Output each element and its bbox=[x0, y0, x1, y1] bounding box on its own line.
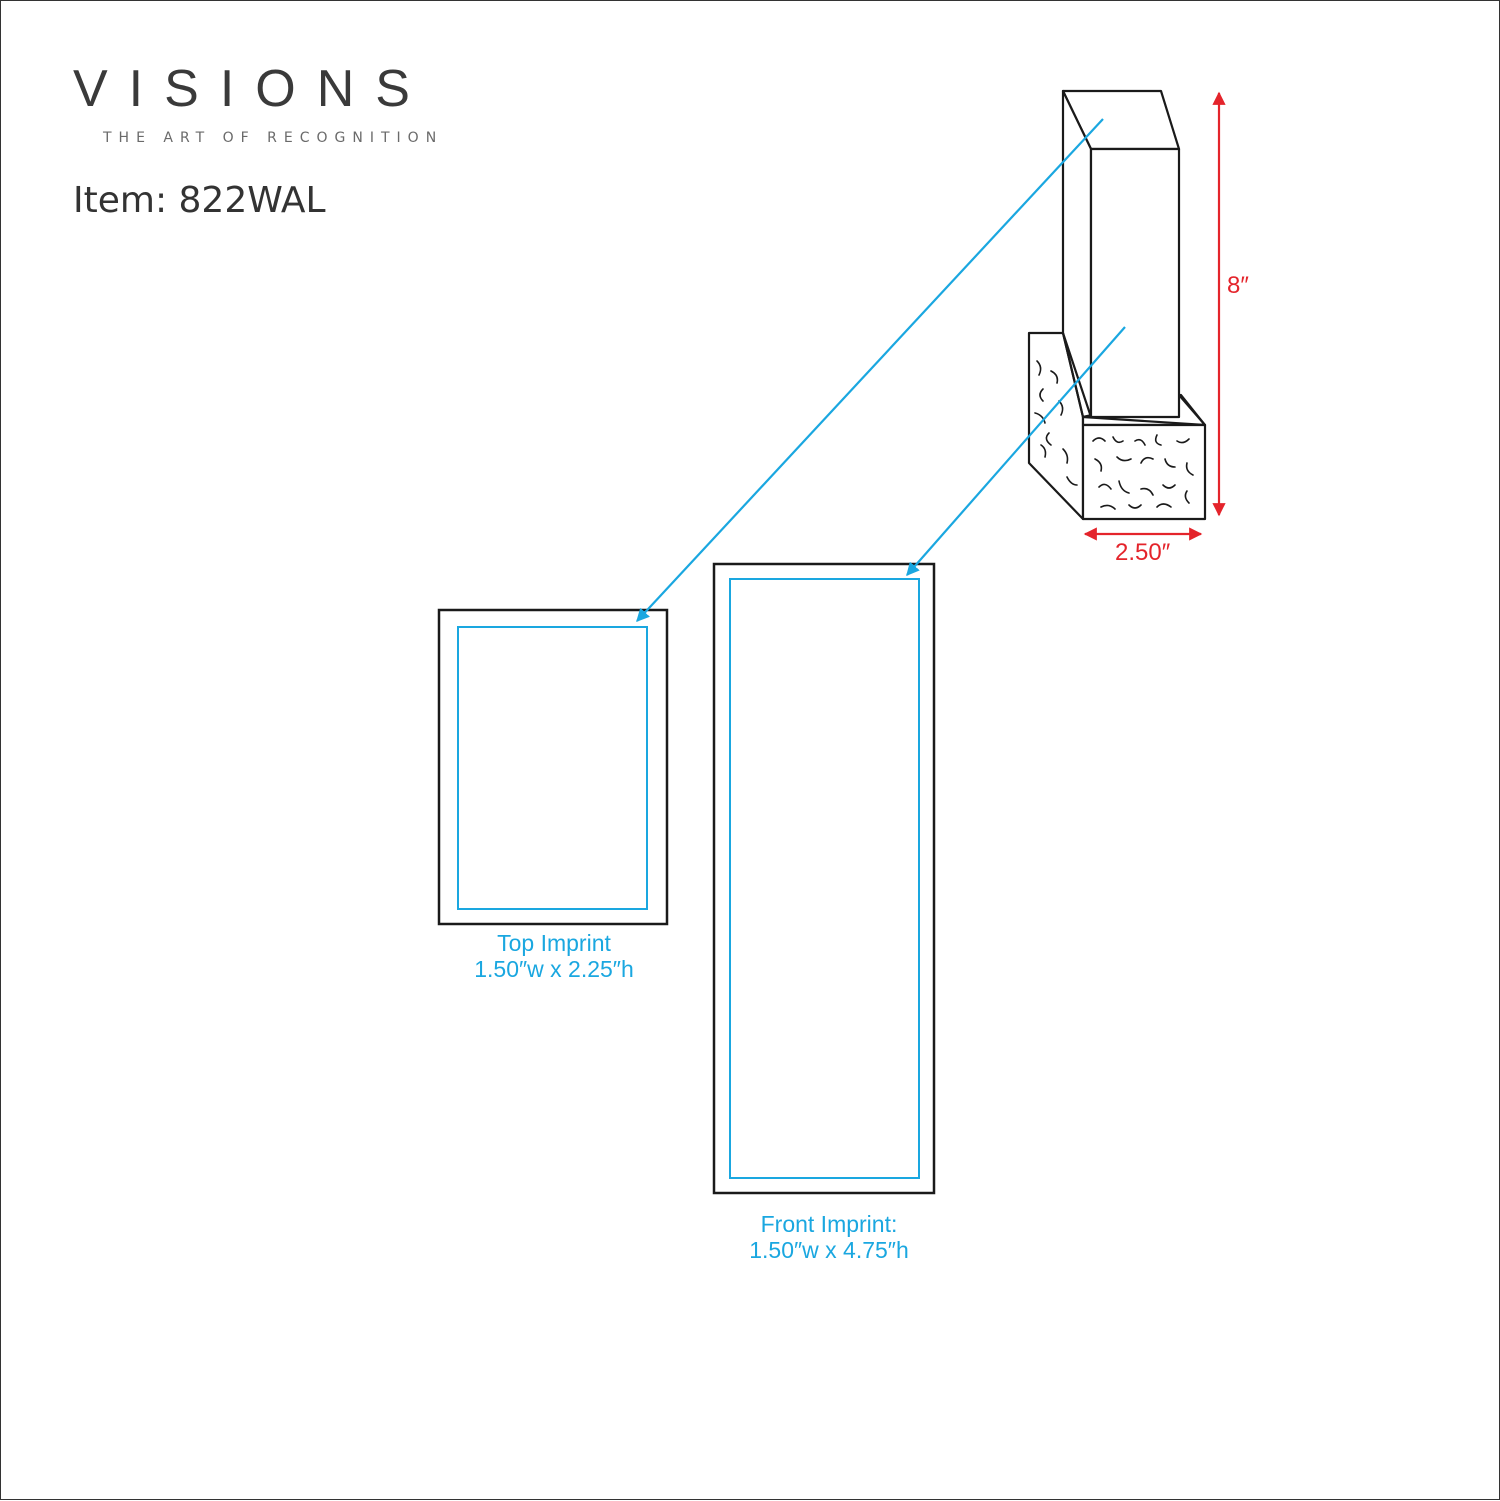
item-number: Item: 822WAL bbox=[73, 180, 326, 221]
top-imprint-area bbox=[457, 626, 648, 910]
top-imprint-caption: Top Imprint 1.50″w x 2.25″h bbox=[401, 930, 707, 983]
base-ledge-right bbox=[1178, 394, 1206, 426]
front-panel-outline bbox=[712, 562, 936, 1195]
front-imprint-caption: Front Imprint: 1.50″w x 4.75″h bbox=[661, 1211, 997, 1264]
front-imprint-pointer bbox=[906, 326, 1126, 576]
height-dimension-label: 8″ bbox=[1227, 272, 1249, 299]
width-dimension-label: 2.50″ bbox=[1115, 539, 1171, 566]
top-panel-outline bbox=[437, 608, 669, 926]
base-ledge bbox=[1061, 332, 1206, 427]
front-imprint-panel bbox=[712, 562, 936, 1195]
top-imprint-title: Top Imprint bbox=[497, 930, 611, 956]
top-imprint-pointer bbox=[636, 118, 1104, 622]
front-imprint-area bbox=[729, 578, 920, 1179]
front-imprint-size: 1.50″w x 4.75″h bbox=[749, 1237, 909, 1264]
front-imprint-title: Front Imprint: bbox=[760, 1211, 898, 1237]
base-front-face bbox=[1081, 423, 1207, 521]
brand-logo: VISIONS bbox=[73, 60, 431, 118]
top-imprint-size: 1.50″w x 2.25″h bbox=[474, 956, 634, 983]
product-illustration bbox=[1027, 89, 1207, 521]
stone-texture bbox=[1034, 360, 1194, 510]
column-front-face bbox=[1089, 147, 1181, 419]
top-imprint-panel bbox=[437, 608, 669, 926]
brand-tagline: THE ART OF RECOGNITION bbox=[103, 130, 444, 146]
